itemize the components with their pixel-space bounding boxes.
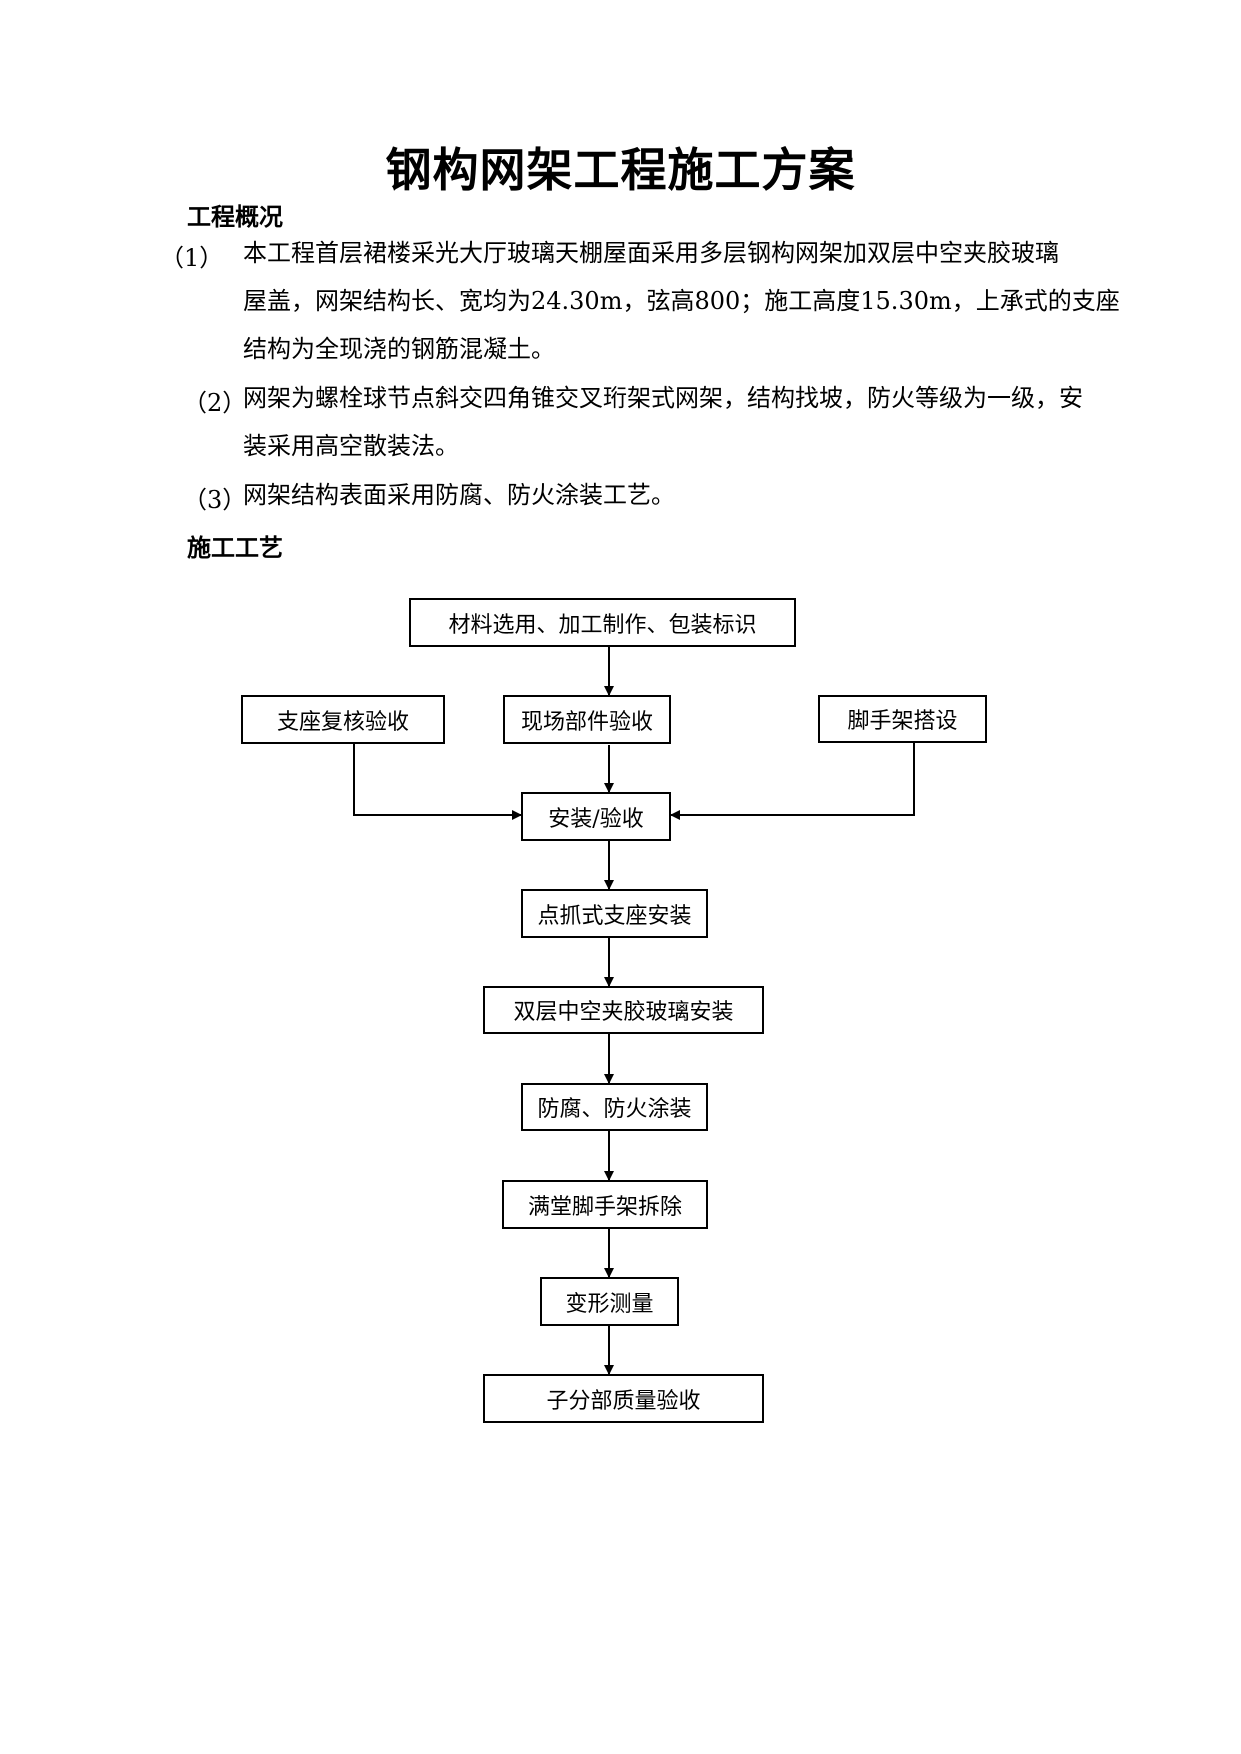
- flow-box-final-check: 子分部质量验收: [483, 1374, 764, 1423]
- flow-box-parts-check: 现场部件验收: [503, 695, 671, 744]
- item-number-2: （2）: [183, 389, 247, 417]
- item-1-line-2: 屋盖，网架结构长、宽均为24.30m，弦高800；施工高度15.30m，上承式的…: [243, 287, 1120, 315]
- item-2-line-2: 装采用高空散装法。: [243, 432, 459, 460]
- item-1-line-3: 结构为全现浇的钢筋混凝土。: [243, 335, 555, 363]
- page-title: 钢构网架工程施工方案: [385, 143, 856, 197]
- item-1-line-1: 本工程首层裙楼采光大厅玻璃天棚屋面采用多层钢构网架加双层中空夹胶玻璃: [243, 239, 1059, 267]
- flow-box-scaffold-setup: 脚手架搭设: [818, 695, 987, 743]
- section-heading-process: 施工工艺: [187, 534, 283, 562]
- flow-box-glass-install: 双层中空夹胶玻璃安装: [483, 986, 764, 1034]
- item-3-line-1: 网架结构表面采用防腐、防火涂装工艺。: [243, 481, 675, 509]
- item-number-3: （3）: [183, 486, 247, 514]
- section-heading-overview: 工程概况: [187, 203, 283, 231]
- item-2-line-1: 网架为螺栓球节点斜交四角锥交叉珩架式网架，结构找坡，防火等级为一级，安: [243, 384, 1083, 412]
- flow-box-coating: 防腐、防火涂装: [521, 1083, 708, 1131]
- flow-box-point-support: 点抓式支座安装: [521, 889, 708, 938]
- flow-box-support-check: 支座复核验收: [241, 695, 445, 744]
- flow-box-materials: 材料选用、加工制作、包装标识: [409, 598, 796, 647]
- flow-box-deformation: 变形测量: [540, 1277, 679, 1326]
- arrow-support-to-install: [353, 743, 522, 820]
- flow-box-scaffold-remove: 满堂脚手架拆除: [502, 1180, 708, 1229]
- flow-box-install-check: 安装/验收: [521, 792, 671, 841]
- item-number-1: （1）: [160, 244, 224, 272]
- arrow-scaffold-to-install: [670, 743, 915, 820]
